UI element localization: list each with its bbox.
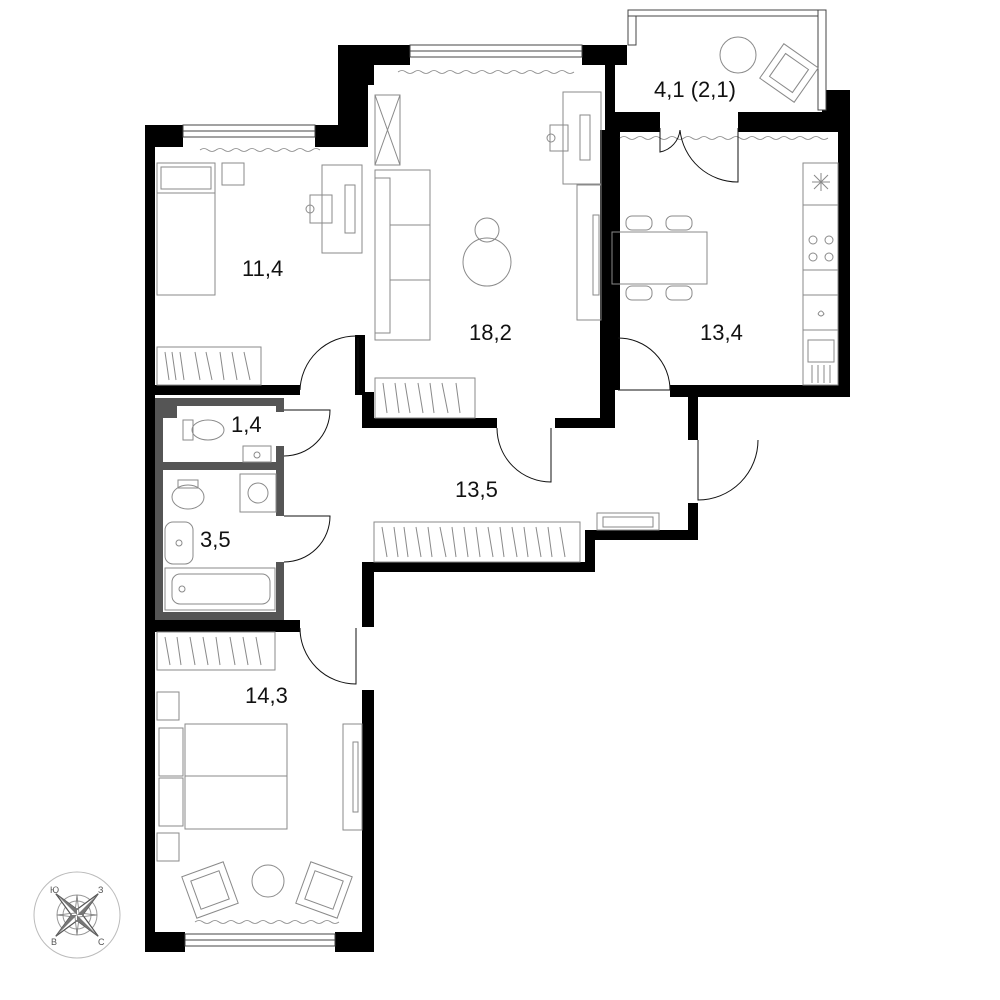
toilet-icon — [182, 419, 225, 441]
room-area-bathroom: 3,5 — [200, 527, 231, 552]
compass-letter-top-left: Ю — [50, 885, 59, 895]
room-area-bedroom-small: 11,4 — [242, 256, 283, 281]
shoe-rack-icon — [596, 512, 660, 531]
armchairs-icon — [181, 861, 353, 919]
hall-wardrobe-icon — [373, 521, 581, 563]
room-area-balcony: 4,1 (2,1) — [654, 77, 736, 102]
tv-unit-icon — [576, 184, 602, 321]
compass-rose-icon: Ю З В С — [33, 871, 121, 959]
bathroom-walls — [155, 398, 284, 620]
room-area-kitchen: 13,4 — [700, 320, 743, 345]
dining-table-icon — [611, 215, 708, 301]
washing-machine-icon — [239, 473, 277, 513]
single-bed-icon — [156, 162, 216, 296]
compass-letter-bottom-left: В — [51, 937, 57, 947]
bathtub-icon — [164, 567, 276, 611]
compass-letter-top-right: З — [98, 885, 103, 895]
dresser-icon — [156, 691, 180, 721]
nightstand-icon — [221, 162, 245, 186]
desk-icon — [305, 164, 363, 254]
living-desk-icon — [546, 91, 602, 185]
walls — [145, 45, 850, 952]
room-labels: 11,4 18,2 13,4 4,1 (2,1) 1,4 3,5 13,5 14… — [200, 77, 743, 708]
furniture — [156, 36, 839, 919]
wardrobe-icon — [156, 346, 262, 386]
kitchen-counter-icon — [802, 162, 839, 386]
sink-small-icon — [242, 445, 272, 463]
master-wardrobe-icon — [156, 631, 276, 671]
room-area-living-room: 18,2 — [469, 320, 512, 345]
coffee-table-icon — [462, 217, 512, 287]
double-bed-icon — [158, 723, 288, 830]
sofa-icon — [374, 169, 431, 341]
living-wardrobe-icon — [374, 377, 476, 419]
bath-toilet-icon — [171, 479, 205, 510]
room-area-toilet: 1,4 — [231, 412, 262, 437]
master-tv-icon — [342, 723, 363, 831]
room-area-bedroom-master: 14,3 — [245, 683, 288, 708]
compass-letter-bottom-right: С — [98, 937, 105, 947]
balcony-walls — [627, 9, 827, 111]
room-area-hall: 13,5 — [455, 477, 498, 502]
balcony-chair-icon — [719, 36, 819, 103]
doors — [283, 128, 759, 685]
windows — [182, 44, 829, 947]
nightstand-left-icon — [156, 832, 180, 862]
shelf-icon — [374, 94, 401, 166]
bath-sink-icon — [164, 521, 194, 565]
